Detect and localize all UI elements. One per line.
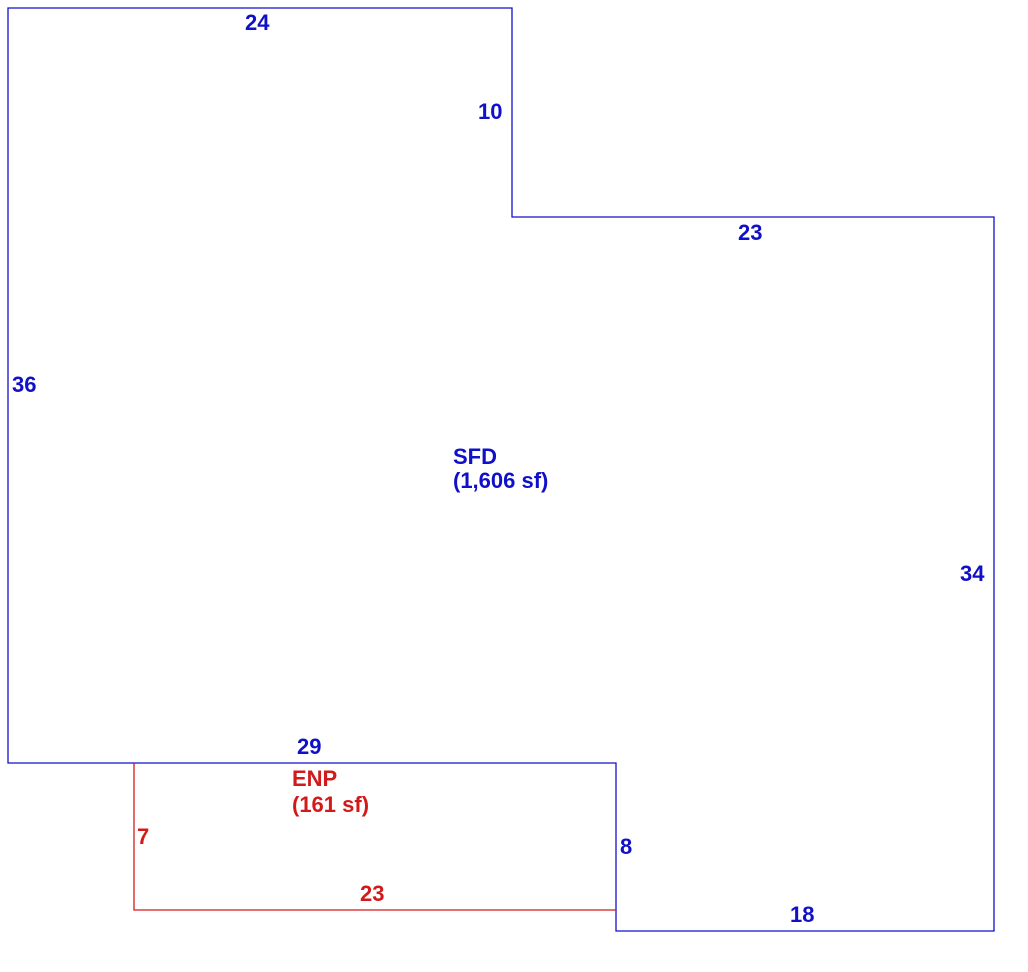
sfd-outline [7,7,995,932]
enp-outline [133,763,616,911]
sfd-dim-left: 36 [12,372,36,397]
sfd-dim-bottom-right: 18 [790,902,814,927]
sfd-dim-bottom-left-edge: 29 [297,734,321,759]
sfd-dim-notch-horizontal: 23 [738,220,762,245]
sfd-name-label: SFD [453,444,497,469]
enp-area-label: (161 sf) [292,792,369,817]
enp-dim-bottom: 23 [360,881,384,906]
enp-dim-left: 7 [137,824,149,849]
sfd-area-label: (1,606 sf) [453,468,548,493]
sfd-dim-step-vertical: 8 [620,834,632,859]
sfd-dim-top-left: 24 [245,10,270,35]
enp-name-label: ENP [292,766,337,791]
sfd-dim-right: 34 [960,561,985,586]
sfd-dim-notch-vertical: 10 [478,99,502,124]
